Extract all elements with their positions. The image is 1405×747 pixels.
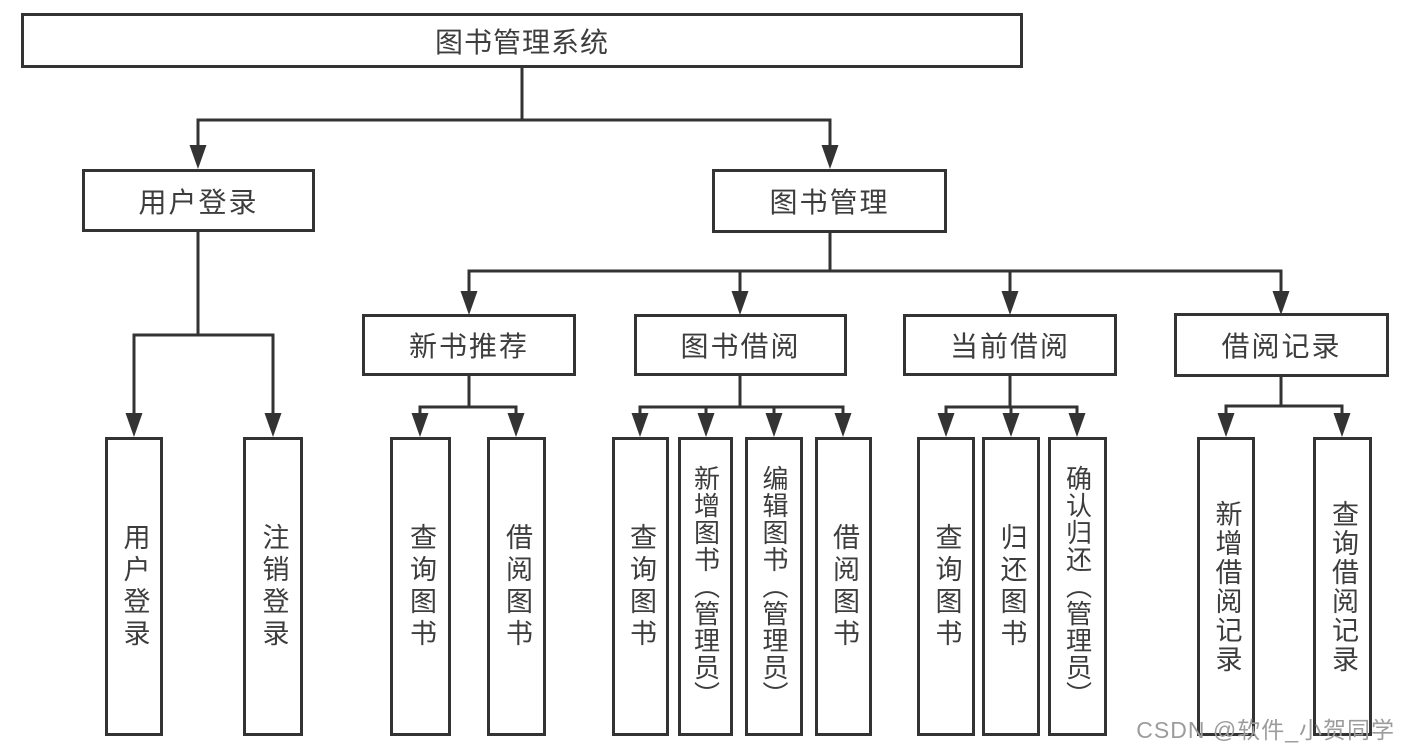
- leaf-query-books-current-label: 查询图书: [931, 522, 962, 651]
- node-book-borrow-label: 图书借阅: [680, 331, 801, 362]
- node-book-management-label: 图书管理: [769, 187, 890, 218]
- node-borrow-records-label: 借阅记录: [1221, 331, 1342, 362]
- leaf-borrow-books-recommend: 借阅图书: [487, 437, 546, 736]
- leaf-return-book-label: 归还图书: [996, 522, 1027, 651]
- leaf-confirm-return-admin-label: 确认归还（管理员）: [1062, 465, 1093, 708]
- leaf-query-books-borrow-label: 查询图书: [626, 522, 656, 651]
- node-book-borrow: 图书借阅: [634, 314, 847, 376]
- node-book-management: 图书管理: [712, 169, 947, 233]
- node-new-book-recommend-label: 新书推荐: [408, 331, 529, 362]
- leaf-return-book: 归还图书: [982, 437, 1040, 736]
- leaf-query-books-borrow: 查询图书: [612, 437, 669, 736]
- leaf-add-borrow-record-label: 新增借阅记录: [1211, 499, 1242, 674]
- node-user-login: 用户登录: [82, 169, 315, 232]
- leaf-query-borrow-record-label: 查询借阅记录: [1328, 499, 1358, 674]
- leaf-user-login: 用户登录: [105, 437, 163, 736]
- node-borrow-records: 借阅记录: [1174, 313, 1389, 377]
- leaf-query-books-recommend-label: 查询图书: [406, 522, 436, 651]
- leaf-add-book-admin: 新增图书（管理员）: [678, 437, 733, 736]
- leaf-user-login-label: 用户登录: [119, 522, 150, 651]
- leaf-borrow-books-label: 借阅图书: [829, 522, 859, 651]
- leaf-borrow-books: 借阅图书: [815, 437, 872, 736]
- leaf-confirm-return-admin: 确认归还（管理员）: [1048, 437, 1107, 736]
- node-user-login-label: 用户登录: [138, 186, 259, 218]
- node-library-system: 图书管理系统: [21, 13, 1023, 68]
- node-current-borrow-label: 当前借阅: [949, 331, 1070, 362]
- node-new-book-recommend: 新书推荐: [362, 314, 576, 376]
- leaf-query-books-current: 查询图书: [917, 437, 975, 736]
- leaf-add-borrow-record: 新增借阅记录: [1197, 437, 1255, 736]
- leaf-edit-book-admin: 编辑图书（管理员）: [745, 437, 803, 736]
- leaf-logout: 注销登录: [243, 437, 303, 736]
- leaf-edit-book-admin-label: 编辑图书（管理员）: [759, 465, 789, 708]
- csdn-watermark: CSDN @软件_小贺同学: [1136, 717, 1395, 743]
- leaf-add-book-admin-label: 新增图书（管理员）: [690, 465, 721, 708]
- leaf-logout-label: 注销登录: [258, 522, 289, 651]
- leaf-query-books-recommend: 查询图书: [390, 437, 451, 736]
- node-library-system-label: 图书管理系统: [434, 26, 609, 58]
- node-current-borrow: 当前借阅: [903, 314, 1117, 376]
- leaf-query-borrow-record: 查询借阅记录: [1313, 437, 1372, 736]
- leaf-borrow-books-recommend-label: 借阅图书: [502, 522, 532, 651]
